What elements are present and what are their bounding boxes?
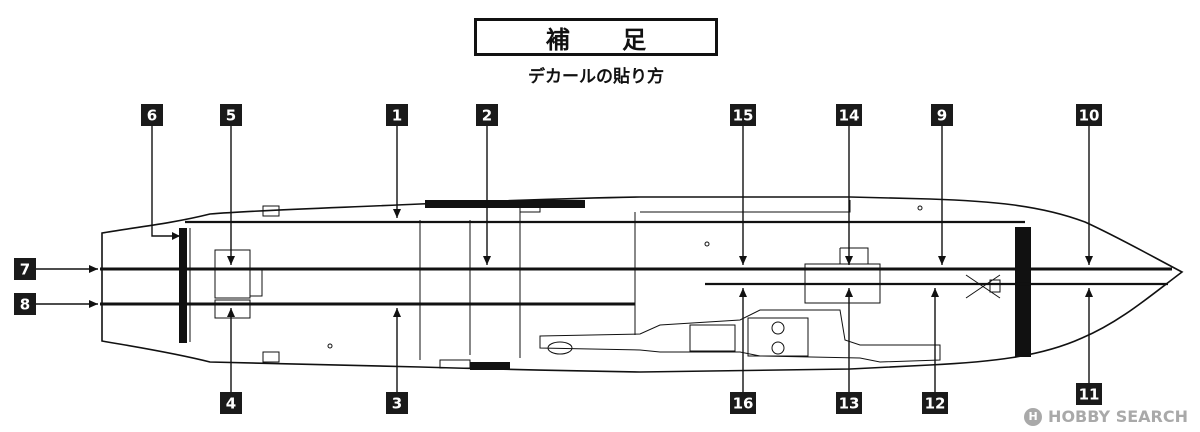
marker-arrowhead-9 [938,256,946,265]
deck-structure [189,199,1001,369]
dark-band-bottom [470,362,510,370]
hull-outline [101,196,1184,373]
marker-label-14: 14 [839,107,860,125]
marker-label-13: 13 [839,395,860,413]
marker-label-6: 6 [147,107,157,125]
marker-box-11 [1076,383,1102,405]
marker-label-5: 5 [226,107,236,125]
marker-arrowhead-12 [931,288,939,297]
marker-arrowhead-8 [89,300,98,308]
marker-box-8 [14,293,36,315]
marker-arrowhead-16 [739,288,747,297]
marker-arrowhead-5 [227,256,235,265]
marker-label-1: 1 [392,107,402,125]
marker-11: 11 [1076,288,1102,405]
marker-label-4: 4 [226,395,236,413]
marker-box-2 [476,104,498,126]
marker-arrowhead-6 [172,232,180,240]
page-title: 補 足 [545,25,669,54]
watermark: H HOBBY SEARCH [1024,407,1188,426]
marker-arrowhead-11 [1085,288,1093,297]
marker-6: 6 [141,104,180,240]
marker-label-11: 11 [1079,386,1100,404]
marker-arrowhead-10 [1085,256,1093,265]
bow-crossbar [1015,227,1031,357]
marker-arrowhead-15 [739,256,747,265]
marker-label-8: 8 [20,296,30,314]
marker-box-6 [141,104,163,126]
marker-9: 9 [931,104,953,265]
marker-4: 4 [220,308,242,414]
stern-crossbar [179,228,187,343]
marker-arrowhead-7 [89,265,98,273]
marker-arrowhead-13 [845,288,853,297]
marker-14: 14 [836,104,862,265]
marker-5: 5 [220,104,242,265]
marker-box-14 [836,104,862,126]
marker-box-4 [220,392,242,414]
watermark-text: HOBBY SEARCH [1048,407,1188,426]
marker-label-15: 15 [733,107,754,125]
marker-box-12 [922,392,948,414]
marker-8: 8 [14,293,98,315]
marker-leader-6 [151,126,180,237]
deck-stripes [100,200,1172,370]
marker-3: 3 [386,308,408,414]
hobby-search-logo-icon: H [1024,407,1043,426]
marker-label-7: 7 [20,261,30,279]
marker-13: 13 [836,288,862,414]
marker-label-16: 16 [733,395,754,413]
marker-label-10: 10 [1079,107,1100,125]
marker-label-12: 12 [925,395,946,413]
marker-1: 1 [386,104,408,218]
marker-box-7 [14,258,36,280]
marker-arrowhead-3 [393,308,401,317]
marker-2: 2 [476,104,498,265]
dark-band-top [425,200,585,208]
marker-arrowhead-14 [845,256,853,265]
marker-box-15 [730,104,756,126]
marker-box-10 [1076,104,1102,126]
marker-box-5 [220,104,242,126]
marker-label-9: 9 [937,107,947,125]
marker-15: 15 [730,104,756,265]
marker-16: 16 [730,288,756,414]
marker-arrowhead-1 [393,209,401,218]
page-subtitle: デカールの貼り方 [528,67,664,87]
marker-arrowhead-4 [227,308,235,317]
marker-box-1 [386,104,408,126]
marker-10: 10 [1076,104,1102,265]
title-box: 補 足 [474,18,718,56]
marker-box-9 [931,104,953,126]
marker-arrowhead-2 [483,256,491,265]
marker-label-2: 2 [482,107,492,125]
marker-box-13 [836,392,862,414]
marker-label-3: 3 [392,395,402,413]
marker-12: 12 [922,288,948,414]
marker-7: 7 [14,258,98,280]
marker-box-3 [386,392,408,414]
marker-box-16 [730,392,756,414]
